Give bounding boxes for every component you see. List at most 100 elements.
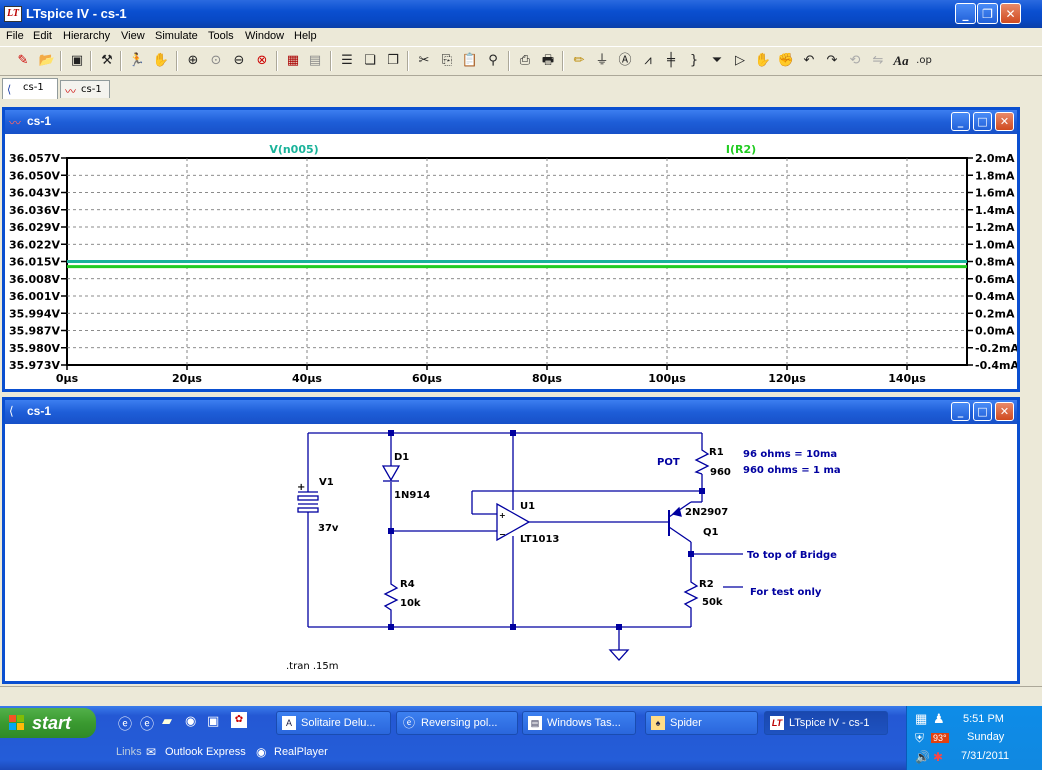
find-icon[interactable]: ⚲ <box>488 53 498 68</box>
label-net-icon[interactable]: Ⓐ <box>618 53 632 68</box>
user-icon[interactable]: ♟ <box>933 711 945 726</box>
schematic-close-button[interactable]: ✕ <box>995 402 1014 421</box>
redo-icon[interactable]: ↷ <box>826 53 838 68</box>
weather-temp[interactable]: 93° <box>931 733 949 743</box>
cascade-icon[interactable]: ❏ <box>364 53 376 68</box>
waveform-minimize-button[interactable]: _ <box>951 112 970 131</box>
minimize-button[interactable]: _ <box>955 3 976 24</box>
volume-icon[interactable]: 🔊 <box>915 750 930 764</box>
schematic-window-title-bar[interactable]: ⟨ cs-1 _ □ ✕ <box>5 400 1017 424</box>
menu-help[interactable]: Help <box>294 30 317 42</box>
link-outlook-express[interactable]: Outlook Express <box>165 746 246 758</box>
security-alert-icon[interactable]: ✱ <box>933 750 944 764</box>
zoom-box-icon[interactable]: ⊙ <box>210 53 222 68</box>
ie-quicklaunch-icon-2[interactable]: ⓔ <box>140 717 154 733</box>
zoom-in-icon[interactable]: ⊕ <box>187 53 199 68</box>
document-tabs: ⟨ cs-1 〰 cs-1 <box>0 78 1042 100</box>
diode-icon[interactable]: ⏷ <box>711 53 723 68</box>
mirror-icon[interactable]: ⇋ <box>872 53 884 68</box>
schematic-canvas[interactable]: V1 37v + D1 1N914 U1 LT1013 + − R4 10k R… <box>5 424 1017 681</box>
start-button[interactable]: start <box>0 708 96 738</box>
restore-button[interactable]: ❐ <box>977 3 998 24</box>
media-quicklaunch-icon[interactable]: ◉ <box>185 714 197 729</box>
tile-horizontal-icon[interactable]: ☰ <box>341 53 353 68</box>
fft-icon[interactable]: ▤ <box>308 53 322 68</box>
menu-edit[interactable]: Edit <box>33 30 52 42</box>
schematic-maximize-button[interactable]: □ <box>973 402 992 421</box>
zoom-out-icon[interactable]: ⊖ <box>233 53 245 68</box>
copy-icon[interactable]: ⎘ <box>441 53 453 68</box>
rotate-icon[interactable]: ⟲ <box>849 53 861 68</box>
spice-directive-icon[interactable]: .op <box>916 55 932 66</box>
network-icon[interactable]: ▦ <box>915 711 928 726</box>
move-icon[interactable]: ✋ <box>754 53 772 68</box>
x-tick-label: 100µs <box>648 372 686 385</box>
d1-label: D1 <box>394 452 409 463</box>
menu-tools[interactable]: Tools <box>208 30 234 42</box>
tab-waveform[interactable]: 〰 cs-1 <box>60 80 110 98</box>
task-task-manager[interactable]: ▤Windows Tas... <box>522 711 636 735</box>
junction-dot <box>699 488 705 494</box>
menu-file[interactable]: File <box>6 30 24 42</box>
component-icon[interactable]: ▷ <box>735 53 745 68</box>
paint-quicklaunch-icon[interactable]: ✿ <box>231 712 247 728</box>
schematic-minimize-button[interactable]: _ <box>951 402 970 421</box>
waveform-window-title-bar[interactable]: 〰 cs-1 _ □ ✕ <box>5 110 1017 134</box>
menu-simulate[interactable]: Simulate <box>155 30 198 42</box>
clock-time[interactable]: 5:51 PM <box>963 713 1004 725</box>
ie-quicklaunch-icon[interactable]: ⓔ <box>118 717 132 733</box>
capacitor-icon[interactable]: ╪ <box>667 53 675 68</box>
y-right-tick-label: -0.2mA <box>975 342 1017 355</box>
task-label: Windows Tas... <box>547 717 621 729</box>
test-label: For test only <box>750 587 822 598</box>
new-schematic-icon[interactable]: ✎ <box>17 53 29 68</box>
menu-view[interactable]: View <box>121 30 145 42</box>
run-icon[interactable]: 🏃 <box>128 53 146 68</box>
print-setup-icon[interactable]: ⎙ <box>519 53 531 68</box>
ground-icon[interactable]: ⏚ <box>595 53 609 68</box>
opamp-plus: + <box>499 511 506 520</box>
save-icon[interactable]: ▣ <box>70 53 84 68</box>
control-panel-icon[interactable]: ⚒ <box>101 53 113 68</box>
link-realplayer[interactable]: RealPlayer <box>274 746 328 758</box>
undo-icon[interactable]: ↶ <box>803 53 815 68</box>
waveform-plot[interactable]: 36.057V36.050V36.043V36.036V36.029V36.02… <box>5 134 1017 389</box>
drag-icon[interactable]: ✊ <box>777 53 795 68</box>
folder-quicklaunch-icon[interactable]: ▰ <box>162 714 172 729</box>
halt-icon[interactable]: ✋ <box>152 53 170 68</box>
spice-directive[interactable]: .tran .15m <box>286 661 339 672</box>
close-button[interactable]: ✕ <box>1000 3 1021 24</box>
task-spider[interactable]: ♠Spider <box>645 711 758 735</box>
tab-schematic[interactable]: ⟨ cs-1 <box>2 78 58 99</box>
wire-icon[interactable]: ✏ <box>573 53 585 68</box>
print-icon[interactable]: 🖶 <box>541 53 555 68</box>
open-icon[interactable]: 📂 <box>38 53 56 68</box>
y-right-tick-label: 0.0mA <box>975 325 1015 338</box>
text-icon[interactable]: Aa <box>893 53 909 68</box>
app-title-bar[interactable]: LT LTspice IV - cs-1 _ ❐ ✕ <box>0 0 1042 28</box>
close-all-icon[interactable]: ❐ <box>387 53 399 68</box>
junction-dot <box>510 624 516 630</box>
antivirus-icon[interactable]: ⛨ <box>915 731 925 745</box>
menu-window[interactable]: Window <box>245 30 285 42</box>
task-label: Spider <box>670 717 702 729</box>
desktop-quicklaunch-icon[interactable]: ▣ <box>207 714 220 729</box>
bridge-label: To top of Bridge <box>747 550 837 561</box>
schematic-icon: ⟨ <box>7 83 12 96</box>
clock-date: 7/31/2011 <box>961 750 1010 762</box>
paste-icon[interactable]: 📋 <box>461 53 479 68</box>
waveform-maximize-button[interactable]: □ <box>973 112 992 131</box>
resistor-icon[interactable]: ⩘ <box>644 53 652 68</box>
cut-icon[interactable]: ✂ <box>418 53 430 68</box>
zoom-cancel-icon[interactable]: ⊗ <box>256 53 268 68</box>
y-right-tick-label: 1.8mA <box>975 169 1015 182</box>
inductor-icon[interactable]: } <box>689 53 699 68</box>
waveform-icon: 〰 <box>9 116 22 130</box>
autorange-icon[interactable]: ▦ <box>286 53 300 68</box>
ltspice-logo-icon: LT <box>4 6 22 22</box>
waveform-close-button[interactable]: ✕ <box>995 112 1014 131</box>
menu-hierarchy[interactable]: Hierarchy <box>63 30 111 42</box>
